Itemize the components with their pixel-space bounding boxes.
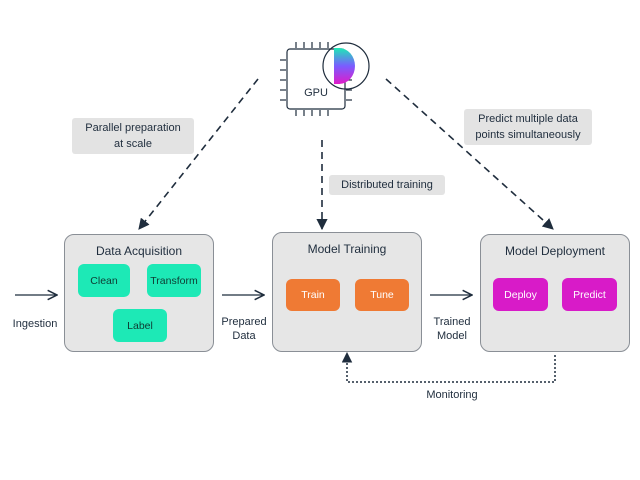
note-parallel-preparation-line1: Parallel preparation [85,122,181,134]
label-prepared-data: Prepared Data [214,315,274,343]
note-distributed-training: Distributed training [329,175,445,195]
chip-tune: Tune [355,279,409,311]
chip-deploy: Deploy [493,278,548,311]
stage-model-training-title: Model Training [307,242,387,256]
label-prepared-data-line1: Prepared [221,316,267,328]
stage-data-acquisition-title: Data Acquisition [95,244,183,258]
gpu-to-acquisition-arrow [138,78,259,230]
label-trained-model-line2: Model [437,330,467,342]
label-trained-model-line1: Trained [433,316,471,328]
stage-model-deployment-title: Model Deployment [504,244,606,258]
gpu-label: GPU [304,87,328,99]
monitoring-loop-arrow [341,351,556,383]
chip-clean: Clean [78,264,130,297]
gpu-to-deployment-arrow [385,78,554,230]
label-trained-model: Trained Model [422,315,482,343]
label-ingestion: Ingestion [12,318,58,330]
chip-transform: Transform [147,264,201,297]
stage-data-acquisition: Data Acquisition Clean Transform Label [64,234,214,352]
chip-label: Label [113,309,167,342]
stage-model-deployment: Model Deployment Deploy Predict [480,234,630,352]
stage-model-training: Model Training Train Tune [272,232,422,352]
label-prepared-data-line2: Data [232,330,256,342]
note-predict-multiple-line1: Predict multiple data [478,113,578,125]
note-predict-multiple-line2: points simultaneously [475,129,581,141]
note-predict-multiple: Predict multiple data points simultaneou… [464,109,592,145]
gpu-icon [280,42,370,116]
label-monitoring: Monitoring [426,389,478,401]
note-parallel-preparation: Parallel preparation at scale [72,118,194,154]
chip-predict: Predict [562,278,617,311]
note-parallel-preparation-line2: at scale [114,138,152,150]
chip-train: Train [286,279,340,311]
